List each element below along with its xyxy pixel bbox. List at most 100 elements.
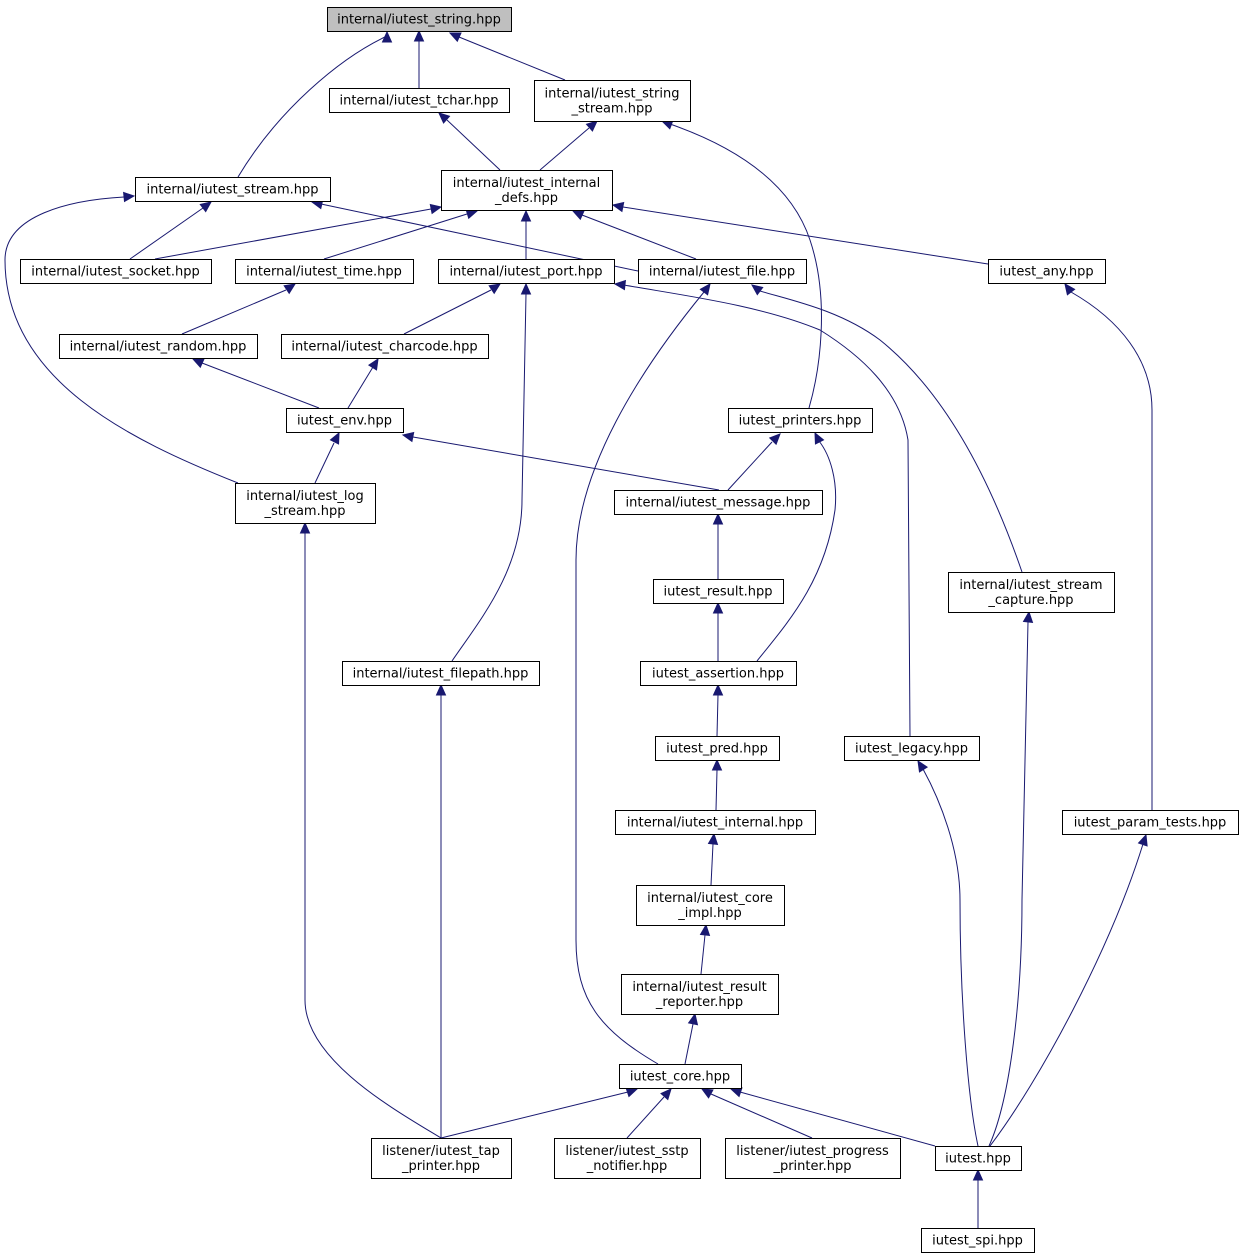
node-port[interactable]: internal/iutest_port.hpp xyxy=(438,259,615,284)
node-box xyxy=(636,885,785,926)
node-stream[interactable]: internal/iutest_stream.hpp xyxy=(135,177,331,202)
node-file[interactable]: internal/iutest_file.hpp xyxy=(638,259,807,284)
edge-line xyxy=(347,366,374,409)
edge-port-to-internal_defs xyxy=(520,209,532,259)
arrowhead-icon xyxy=(329,431,340,445)
edge-line xyxy=(304,533,442,1139)
node-label-line: internal/iutest_random.hpp xyxy=(70,340,247,355)
node-label-line: internal/iutest_file.hpp xyxy=(649,265,795,280)
arrowhead-icon xyxy=(367,357,379,371)
edge-any-to-internal_defs xyxy=(611,201,989,265)
node-box xyxy=(438,259,615,284)
arrowhead-icon xyxy=(712,512,724,525)
edge-line xyxy=(440,1091,629,1139)
arrowhead-icon xyxy=(571,210,585,221)
edge-tap-to-core xyxy=(440,1087,639,1139)
arrowhead-icon xyxy=(699,923,711,936)
node-charcode[interactable]: internal/iutest_charcode.hpp xyxy=(281,334,489,359)
node-tap[interactable]: listener/iutest_tap_printer.hpp xyxy=(371,1138,512,1179)
node-pred[interactable]: iutest_pred.hpp xyxy=(655,736,780,761)
node-label-line: _impl.hpp xyxy=(677,906,742,921)
edge-line xyxy=(237,35,388,178)
node-label-line: internal/iutest_internal.hpp xyxy=(627,816,803,831)
node-box xyxy=(235,483,376,524)
edge-iutest-to-core xyxy=(729,1087,936,1147)
node-param_tests[interactable]: iutest_param_tests.hpp xyxy=(1062,810,1239,835)
edge-iutest-to-param_tests xyxy=(989,833,1148,1147)
edge-param_tests-to-any xyxy=(1064,283,1153,810)
edge-line xyxy=(403,289,492,335)
node-socket[interactable]: internal/iutest_socket.hpp xyxy=(20,259,212,284)
node-label-line: internal/iutest_socket.hpp xyxy=(31,265,200,280)
arrowhead-icon xyxy=(123,191,136,203)
edge-line xyxy=(181,289,287,335)
node-label-line: internal/iutest_time.hpp xyxy=(246,265,402,280)
edge-line xyxy=(201,362,320,409)
node-tchar[interactable]: internal/iutest_tchar.hpp xyxy=(329,88,510,113)
node-internal_defs[interactable]: internal/iutest_internal_defs.hpp xyxy=(441,170,613,211)
node-sstp[interactable]: listener/iutest_sstp_notifier.hpp xyxy=(554,1138,701,1179)
arrowhead-icon xyxy=(299,521,311,534)
node-core_impl[interactable]: internal/iutest_core_impl.hpp xyxy=(636,885,785,926)
edge-line xyxy=(626,1096,665,1139)
node-internal[interactable]: internal/iutest_internal.hpp xyxy=(615,810,816,835)
node-result_reporter[interactable]: internal/iutest_result_reporter.hpp xyxy=(621,974,779,1015)
node-string[interactable]: internal/iutest_string.hpp xyxy=(327,7,512,32)
arrowhead-icon xyxy=(814,431,825,445)
edge-tap-to-log_stream xyxy=(299,521,442,1139)
arrowhead-icon xyxy=(712,601,724,614)
node-box xyxy=(441,170,613,211)
edge-tap-to-filepath xyxy=(435,683,447,1138)
node-time[interactable]: internal/iutest_time.hpp xyxy=(235,259,414,284)
node-assertion[interactable]: iutest_assertion.hpp xyxy=(640,661,797,686)
node-iutest[interactable]: iutest.hpp xyxy=(935,1146,1022,1171)
edge-line xyxy=(323,213,468,260)
edge-line xyxy=(446,119,501,171)
node-box xyxy=(935,1146,1022,1171)
edge-line xyxy=(575,291,705,1065)
node-label-line: _stream.hpp xyxy=(571,102,653,117)
arrowhead-icon xyxy=(611,201,625,213)
node-log_stream[interactable]: internal/iutest_log_stream.hpp xyxy=(235,483,376,524)
arrowhead-icon xyxy=(438,112,451,124)
node-message[interactable]: internal/iutest_message.hpp xyxy=(614,490,823,515)
edge-iutest-to-stream_capture xyxy=(988,610,1034,1147)
edge-line xyxy=(988,621,1029,1147)
node-box xyxy=(20,259,212,284)
edge-charcode-to-port xyxy=(403,283,502,335)
node-stringstream[interactable]: internal/iutest_string_stream.hpp xyxy=(534,80,691,122)
edge-internal_defs-to-tchar xyxy=(438,112,501,171)
node-progress[interactable]: listener/iutest_progress_printer.hpp xyxy=(725,1138,901,1179)
node-box xyxy=(371,1138,512,1179)
node-any[interactable]: iutest_any.hpp xyxy=(988,259,1106,284)
node-random[interactable]: internal/iutest_random.hpp xyxy=(59,334,258,359)
node-result[interactable]: iutest_result.hpp xyxy=(653,579,784,604)
node-stream_capture[interactable]: internal/iutest_stream_capture.hpp xyxy=(948,572,1115,613)
arrowhead-icon xyxy=(1064,283,1076,296)
edge-line xyxy=(922,768,979,1147)
arrowhead-icon xyxy=(381,30,393,43)
arrowhead-icon xyxy=(972,1168,984,1181)
node-box xyxy=(844,736,980,761)
node-legacy[interactable]: iutest_legacy.hpp xyxy=(844,736,980,761)
node-spi[interactable]: iutest_spi.hpp xyxy=(921,1228,1035,1253)
edge-progress-to-core xyxy=(700,1088,813,1139)
node-label-line: listener/iutest_sstp xyxy=(565,1144,688,1159)
edge-internal_defs-to-stringstream xyxy=(539,120,598,171)
edge-filepath-to-port xyxy=(451,282,532,662)
arrowhead-icon xyxy=(711,758,723,771)
edge-line xyxy=(756,440,837,662)
edge-line xyxy=(716,694,719,737)
node-box xyxy=(638,259,807,284)
edge-line xyxy=(700,934,706,975)
node-filepath[interactable]: internal/iutest_filepath.hpp xyxy=(342,661,540,686)
arrowhead-icon xyxy=(488,283,502,295)
node-env[interactable]: iutest_env.hpp xyxy=(286,408,404,433)
edge-env-to-random xyxy=(191,358,320,409)
edge-stringstream-to-string xyxy=(448,32,566,81)
node-core[interactable]: iutest_core.hpp xyxy=(619,1064,742,1089)
node-box xyxy=(235,259,414,284)
node-printers[interactable]: iutest_printers.hpp xyxy=(728,408,873,433)
node-label-line: listener/iutest_tap xyxy=(382,1144,500,1159)
node-label-line: internal/iutest_string.hpp xyxy=(337,13,501,28)
